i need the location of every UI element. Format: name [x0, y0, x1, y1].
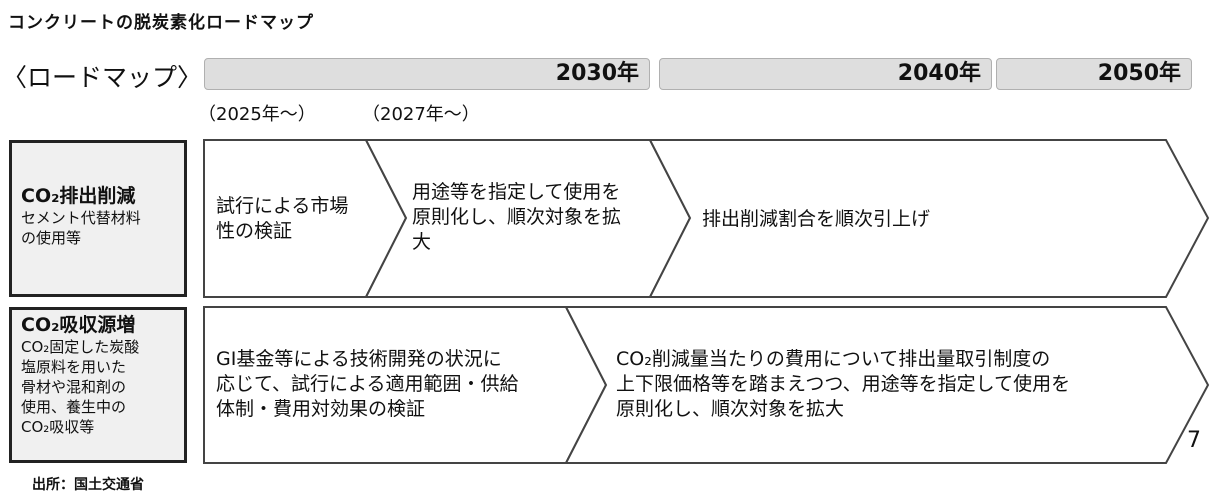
source-note: 出所：国土交通省 — [32, 477, 144, 493]
phase-arrow-2-2 — [564, 306, 1210, 464]
phase-arrow-1-3 — [648, 139, 1210, 298]
category-box-absorption-increase — [9, 307, 187, 463]
category-emission-reduction: CO₂排出削減 セメント代替材料 の使用等 — [21, 184, 141, 248]
phase-text-line: 原則化し、順次対象を拡 — [412, 206, 622, 228]
category-desc-line: 使用、養生中の — [21, 398, 127, 416]
category-desc-line: 骨材や混和剤の — [21, 378, 127, 396]
phase-text-line: 応じて、試行による適用範囲・供給 — [216, 373, 519, 395]
category-title: CO₂吸収源増 — [21, 314, 136, 336]
category-desc-line: の使用等 — [21, 229, 82, 247]
phase-1-1-text: 試行による市場 性の検証 — [216, 194, 348, 244]
timeline-bar-2050: 2050年 — [996, 58, 1192, 90]
page-title: コンクリートの脱炭素化ロードマップ — [8, 13, 314, 33]
phase-1-3-text: 排出削減割合を順次引上げ — [702, 207, 930, 232]
phase-text-line: 試行による市場 — [216, 195, 349, 217]
category-desc-line: 塩原料を用いた — [21, 358, 127, 376]
category-absorption-increase: CO₂吸収源増 CO₂固定した炭酸 塩原料を用いた 骨材や混和剤の 使用、養生中… — [21, 313, 139, 437]
phase-text-line: 体制・費用対効果の検証 — [216, 398, 426, 420]
phase-text-line: 上下限価格等を踏まえつつ、用途等を指定して使用を — [616, 373, 1071, 395]
phase-text-line: 排出削減割合を順次引上げ — [702, 208, 931, 230]
page-number: 7 — [1187, 428, 1201, 453]
category-desc-line: セメント代替材料 — [21, 209, 141, 227]
timeline-bar-2040: 2040年 — [659, 58, 992, 90]
phase-1-2-text: 用途等を指定して使用を 原則化し、順次対象を拡 大 — [412, 180, 621, 255]
phase-text-line: CO₂削減量当たりの費用について排出量取引制度の — [616, 348, 1051, 370]
phase-text-line: 原則化し、順次対象を拡大 — [616, 398, 845, 420]
phase-2-2-text: CO₂削減量当たりの費用について排出量取引制度の 上下限価格等を踏まえつつ、用途… — [616, 347, 1070, 422]
category-desc-line: CO₂固定した炭酸 — [21, 338, 140, 356]
category-box-emission-reduction — [9, 140, 187, 297]
phase-text-line: 用途等を指定して使用を — [412, 181, 621, 203]
phase-text-line: 性の検証 — [216, 220, 293, 242]
category-title: CO₂排出削減 — [21, 185, 136, 207]
timeline-bar-2030: 2030年 — [204, 58, 650, 90]
start-note-2025: （2025年～） — [198, 104, 316, 125]
roadmap-label: 〈ロードマップ〉 — [2, 63, 203, 92]
phase-text-line: GI基金等による技術開発の状況に — [216, 348, 502, 370]
phase-2-1-text: GI基金等による技術開発の状況に 応じて、試行による適用範囲・供給 体制・費用対… — [216, 347, 518, 422]
phase-text-line: 大 — [412, 231, 432, 253]
category-desc-line: CO₂吸収等 — [21, 418, 95, 436]
start-note-2027: （2027年～） — [362, 104, 480, 125]
